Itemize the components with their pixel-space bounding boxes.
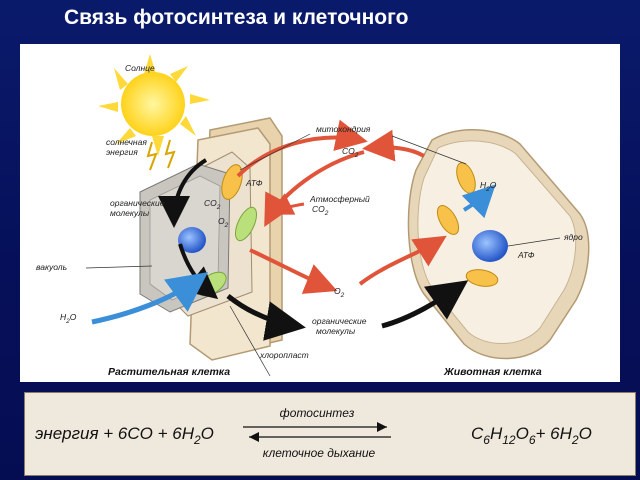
h2o-left-label: H2O bbox=[60, 312, 77, 325]
h2o-right-label: H2O bbox=[480, 180, 497, 193]
arrow-atm-co2 bbox=[268, 193, 305, 215]
organic-mid-label-2: молекулы bbox=[316, 326, 356, 336]
animal-nucleus bbox=[472, 230, 508, 262]
animal-cell-label: Животная клетка bbox=[443, 366, 542, 378]
o2-mid-label: O2 bbox=[334, 286, 345, 299]
mitochondria-leader-2 bbox=[391, 135, 467, 165]
mitochondria-leader-1 bbox=[239, 133, 311, 171]
organic-left-label-1: органические bbox=[110, 198, 165, 208]
atmospheric-co2-label: CO2 bbox=[312, 204, 329, 217]
arrow-o2-to-animal bbox=[358, 235, 447, 286]
chloroplast-label: хлоропласт bbox=[259, 350, 309, 360]
plant-cell-label: Растительная клетка bbox=[108, 366, 230, 378]
co2-top-label: CO2 bbox=[342, 146, 359, 159]
equation-right: C6H12O6+ 6H2O bbox=[471, 424, 592, 447]
sun-label: Солнце bbox=[125, 63, 155, 73]
nucleus-label: ядро bbox=[563, 232, 583, 242]
arrow-organic-out bbox=[226, 294, 306, 341]
arrow-co2-from-animal bbox=[362, 129, 425, 162]
photosynthesis-label: фотосинтез bbox=[280, 406, 355, 420]
arrow-co2-to-mitochondria bbox=[236, 119, 368, 178]
o2-left-label: O2 bbox=[218, 216, 229, 229]
arrow-h2o-in bbox=[91, 272, 209, 325]
vacuole-leader bbox=[85, 265, 153, 269]
arrow-h2o-out bbox=[461, 184, 496, 219]
solar-energy-label-1: солнечная bbox=[106, 137, 147, 147]
arrow-o2-out bbox=[249, 248, 338, 294]
plant-cell bbox=[139, 117, 283, 361]
atp-left-label: АТФ bbox=[245, 178, 263, 188]
atmospheric-label: Атмосферный bbox=[309, 194, 370, 204]
nucleus-leader bbox=[507, 237, 561, 247]
plant-nucleus bbox=[178, 227, 206, 253]
animal-mitochondrion-3 bbox=[465, 269, 499, 287]
mitochondria-label: митохондрия bbox=[316, 124, 371, 134]
diagram: Солнце солнечная энергия bbox=[20, 44, 620, 382]
respiration-label: клеточное дыхание bbox=[263, 446, 376, 460]
atp-right-label: АТФ bbox=[517, 250, 535, 260]
sun-icon bbox=[98, 54, 210, 171]
organic-left-label-2: молекулы bbox=[110, 208, 150, 218]
plant-mitochondrion bbox=[221, 164, 243, 200]
equation-left: энергия + 6CO + 6H2O bbox=[35, 424, 214, 447]
equation-box: энергия + 6CO + 6H2O фотосинтез клеточно… bbox=[24, 392, 636, 476]
diagram-svg: Солнце солнечная энергия bbox=[36, 54, 590, 378]
co2-left-label: CO2 bbox=[204, 198, 221, 211]
animal-mitochondrion-2 bbox=[436, 205, 460, 235]
slide-title: Связь фотосинтеза и клеточного bbox=[64, 6, 409, 29]
solar-energy-label-2: энергия bbox=[106, 147, 138, 157]
arrow-organic-left-1 bbox=[158, 158, 208, 228]
vacuole-label: вакуоль bbox=[36, 262, 67, 272]
chloroplast-1 bbox=[234, 206, 258, 242]
organic-mid-label-1: органические bbox=[312, 316, 367, 326]
equation-svg: энергия + 6CO + 6H2O фотосинтез клеточно… bbox=[35, 406, 592, 460]
chloroplast-leader bbox=[229, 305, 271, 377]
arrow-organic-to-animal bbox=[381, 280, 469, 329]
